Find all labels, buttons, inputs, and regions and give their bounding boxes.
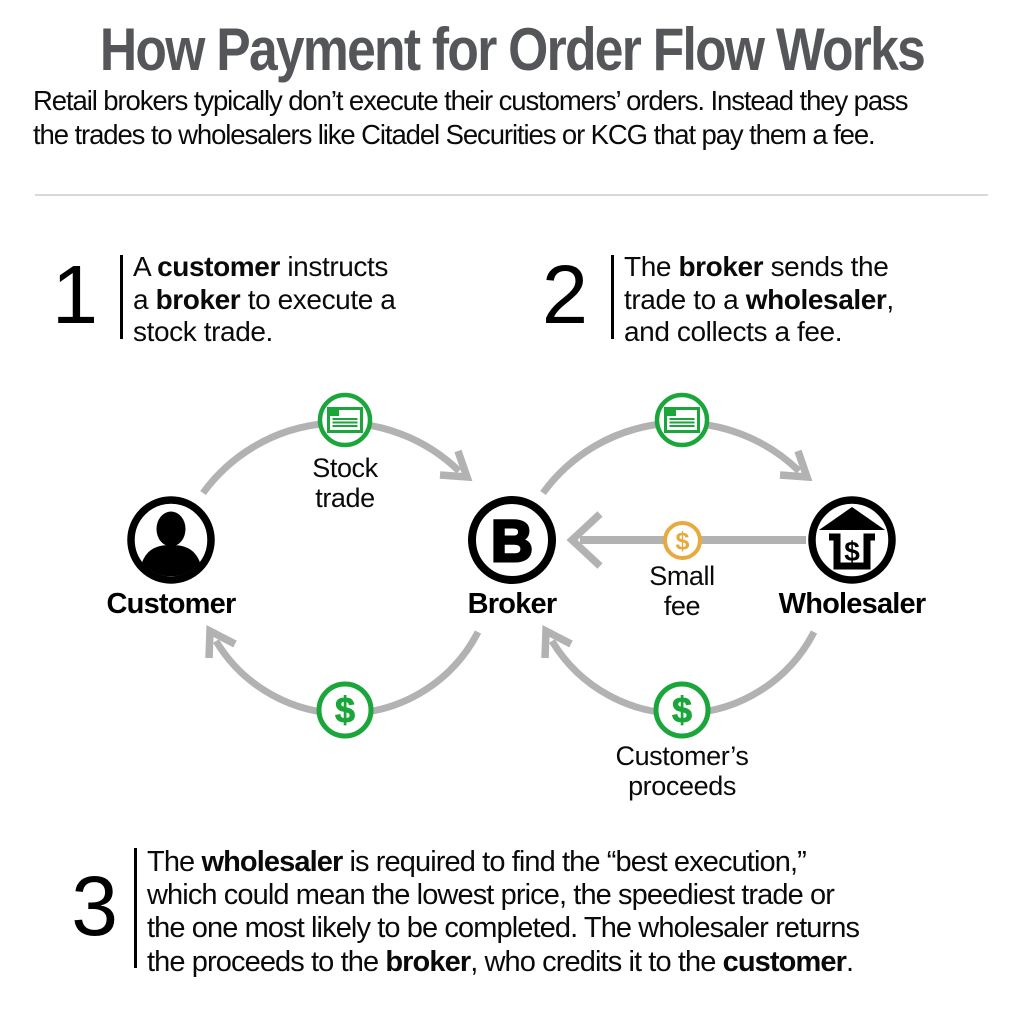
step-3-rule [134, 848, 137, 968]
dollar-coin-icon: $ [663, 521, 702, 560]
page-subtitle: Retail brokers typically don’t execute t… [33, 85, 908, 150]
fee-dollar-glyph: $ [676, 528, 690, 556]
step-2-number: 2 [541, 248, 588, 341]
wholesaler-label: Wholesaler [778, 588, 927, 620]
divider-line [35, 194, 988, 196]
step-1-rule [120, 255, 123, 339]
arrowhead-customer-to-broker [439, 449, 473, 482]
bank-icon: $ [808, 496, 896, 584]
dollar-coin-icon: $ [316, 681, 374, 739]
person-icon [127, 496, 215, 584]
bank-dollar-glyph: $ [844, 536, 860, 567]
broker-label: Broker [467, 588, 557, 620]
proceeds-dollar-glyph: $ [335, 690, 355, 731]
step-3-number: 3 [71, 859, 118, 953]
arrowhead-broker-to-customer [205, 624, 237, 659]
step-2-rule [611, 255, 614, 339]
arrowhead-fee [566, 511, 603, 569]
proceeds-dollar-glyph: $ [672, 690, 692, 731]
stock-certificate-icon [654, 392, 710, 448]
letter-b-icon: B [468, 496, 556, 584]
step-1-number: 1 [51, 248, 98, 341]
step-3-text: The wholesaler is required to find the “… [147, 846, 860, 978]
customer-label: Customer [106, 588, 237, 620]
stock-certificate-icon [317, 392, 373, 448]
dollar-coin-icon: $ [653, 681, 711, 739]
page-title: How Payment for Order Flow Works [99, 16, 926, 83]
broker-letter: B [491, 509, 533, 574]
arrowhead-proceeds [541, 624, 573, 659]
arrowhead-broker-to-wholesaler [779, 449, 813, 482]
